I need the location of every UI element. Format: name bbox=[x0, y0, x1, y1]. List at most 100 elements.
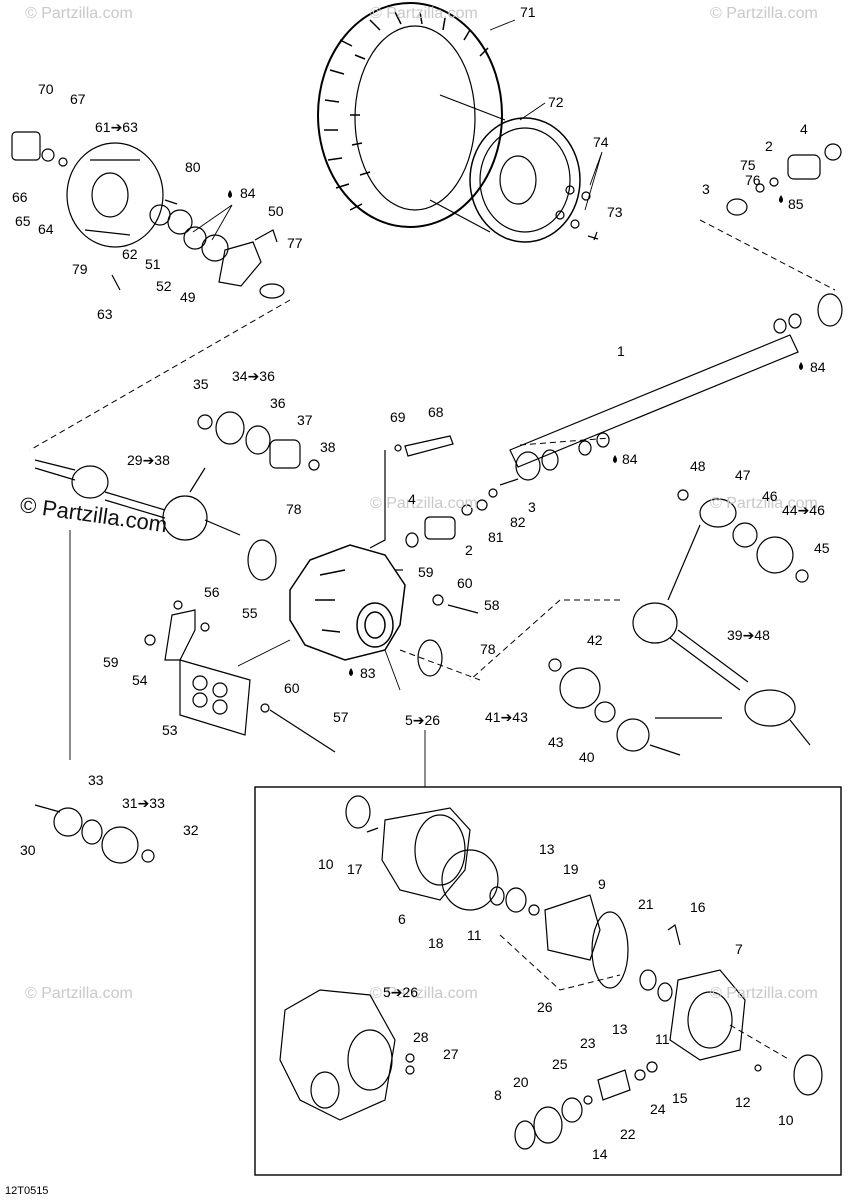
callout-33[interactable]: 33 bbox=[88, 772, 104, 788]
callout-20[interactable]: 20 bbox=[513, 1074, 529, 1090]
callout-45[interactable]: 45 bbox=[814, 540, 830, 556]
callout-76[interactable]: 76 bbox=[745, 172, 761, 188]
callout-44-46[interactable]: 44➔46 bbox=[782, 502, 825, 518]
callout-81[interactable]: 81 bbox=[488, 529, 504, 545]
callout-51[interactable]: 51 bbox=[145, 256, 161, 272]
callout-74[interactable]: 74 bbox=[593, 134, 609, 150]
callout-9[interactable]: 9 bbox=[598, 876, 606, 892]
callout-53[interactable]: 53 bbox=[162, 722, 178, 738]
callout-78[interactable]: 78 bbox=[286, 501, 302, 517]
callout-68[interactable]: 68 bbox=[428, 404, 444, 420]
right-drive-shaft-icon bbox=[548, 489, 811, 756]
callout-41-43[interactable]: 41➔43 bbox=[485, 709, 528, 725]
callout-5-26[interactable]: 5➔26 bbox=[405, 712, 441, 728]
callout-16[interactable]: 16 bbox=[690, 899, 706, 915]
callout-67[interactable]: 67 bbox=[70, 91, 86, 107]
callout-56[interactable]: 56 bbox=[204, 584, 220, 600]
callout-31-33[interactable]: 31➔33 bbox=[122, 795, 165, 811]
callout-8[interactable]: 8 bbox=[494, 1087, 502, 1103]
callout-46[interactable]: 46 bbox=[762, 488, 778, 504]
callout-39-48[interactable]: 39➔48 bbox=[727, 627, 770, 643]
callout-28[interactable]: 28 bbox=[413, 1029, 429, 1045]
callout-83[interactable]: 83 bbox=[360, 665, 376, 681]
callout-6[interactable]: 6 bbox=[398, 911, 406, 927]
callout-7[interactable]: 7 bbox=[735, 941, 743, 957]
callout-37[interactable]: 37 bbox=[297, 412, 313, 428]
callout-3[interactable]: 3 bbox=[702, 181, 710, 197]
callout-21[interactable]: 21 bbox=[638, 896, 654, 912]
callout-11b[interactable]: 11 bbox=[655, 1031, 670, 1047]
callout-70[interactable]: 70 bbox=[38, 81, 54, 97]
callout-75[interactable]: 75 bbox=[740, 157, 756, 173]
callout-4b[interactable]: 4 bbox=[408, 491, 416, 507]
callout-60b[interactable]: 60 bbox=[284, 680, 300, 696]
callout-42[interactable]: 42 bbox=[587, 632, 603, 648]
callout-35[interactable]: 35 bbox=[193, 376, 209, 392]
callout-17[interactable]: 17 bbox=[347, 861, 363, 877]
callout-18[interactable]: 18 bbox=[428, 935, 444, 951]
callout-77[interactable]: 77 bbox=[287, 235, 303, 251]
callout-84b[interactable]: 84 bbox=[810, 359, 826, 375]
callout-50[interactable]: 50 bbox=[268, 203, 284, 219]
callout-79[interactable]: 79 bbox=[72, 261, 88, 277]
callout-14[interactable]: 14 bbox=[592, 1146, 608, 1162]
callout-82[interactable]: 82 bbox=[510, 514, 526, 530]
callout-23[interactable]: 23 bbox=[580, 1035, 596, 1051]
callout-24[interactable]: 24 bbox=[650, 1101, 666, 1117]
callout-69[interactable]: 69 bbox=[390, 409, 406, 425]
callout-54[interactable]: 54 bbox=[132, 672, 148, 688]
callout-71[interactable]: 71 bbox=[520, 4, 536, 20]
callout-80[interactable]: 80 bbox=[185, 159, 201, 175]
callout-59b[interactable]: 59 bbox=[103, 654, 119, 670]
callout-47[interactable]: 47 bbox=[735, 467, 751, 483]
callout-78b[interactable]: 78 bbox=[480, 641, 496, 657]
callout-60[interactable]: 60 bbox=[457, 575, 473, 591]
lug-nuts-icon bbox=[555, 185, 599, 241]
callout-73[interactable]: 73 bbox=[607, 204, 623, 220]
callout-57[interactable]: 57 bbox=[333, 709, 349, 725]
callout-26[interactable]: 26 bbox=[537, 999, 553, 1015]
callout-58[interactable]: 58 bbox=[484, 597, 500, 613]
callout-40[interactable]: 40 bbox=[579, 749, 595, 765]
callout-36[interactable]: 36 bbox=[270, 395, 286, 411]
callout-48[interactable]: 48 bbox=[690, 458, 706, 474]
callout-66[interactable]: 66 bbox=[12, 189, 28, 205]
callout-10[interactable]: 10 bbox=[318, 856, 334, 872]
callout-43[interactable]: 43 bbox=[548, 734, 564, 750]
callout-49[interactable]: 49 bbox=[180, 289, 196, 305]
callout-5-26b[interactable]: 5➔26 bbox=[383, 984, 419, 1000]
callout-65[interactable]: 65 bbox=[15, 213, 31, 229]
callout-61-63[interactable]: 61➔63 bbox=[95, 119, 138, 135]
callout-22[interactable]: 22 bbox=[620, 1126, 636, 1142]
callout-55[interactable]: 55 bbox=[242, 605, 258, 621]
callout-15[interactable]: 15 bbox=[672, 1090, 688, 1106]
callout-84a[interactable]: 84 bbox=[240, 185, 256, 201]
callout-29-38[interactable]: 29➔38 bbox=[127, 452, 170, 468]
callout-10b[interactable]: 10 bbox=[778, 1112, 794, 1128]
callout-52[interactable]: 52 bbox=[156, 278, 172, 294]
callout-63[interactable]: 63 bbox=[97, 306, 113, 322]
callout-3b[interactable]: 3 bbox=[528, 499, 536, 515]
callout-13[interactable]: 13 bbox=[539, 841, 555, 857]
callout-85[interactable]: 85 bbox=[788, 196, 804, 212]
callout-19[interactable]: 19 bbox=[563, 861, 579, 877]
callout-27[interactable]: 27 bbox=[443, 1046, 459, 1062]
callout-84c[interactable]: 84 bbox=[622, 451, 638, 467]
callout-12[interactable]: 12 bbox=[735, 1094, 751, 1110]
callout-4[interactable]: 4 bbox=[800, 121, 808, 137]
callout-1[interactable]: 1 bbox=[617, 343, 625, 359]
callout-62[interactable]: 62 bbox=[122, 246, 138, 262]
callout-34-36[interactable]: 34➔36 bbox=[232, 368, 275, 384]
callout-2[interactable]: 2 bbox=[765, 138, 773, 154]
callout-64[interactable]: 64 bbox=[38, 221, 54, 237]
callout-11[interactable]: 11 bbox=[467, 927, 482, 943]
callout-32[interactable]: 32 bbox=[183, 822, 199, 838]
callout-59[interactable]: 59 bbox=[418, 564, 434, 580]
callout-72[interactable]: 72 bbox=[548, 94, 564, 110]
callout-38[interactable]: 38 bbox=[320, 439, 336, 455]
callout-30[interactable]: 30 bbox=[20, 842, 36, 858]
callout-13b[interactable]: 13 bbox=[612, 1021, 628, 1037]
callout-25[interactable]: 25 bbox=[552, 1056, 568, 1072]
callout-2b[interactable]: 2 bbox=[465, 542, 473, 558]
